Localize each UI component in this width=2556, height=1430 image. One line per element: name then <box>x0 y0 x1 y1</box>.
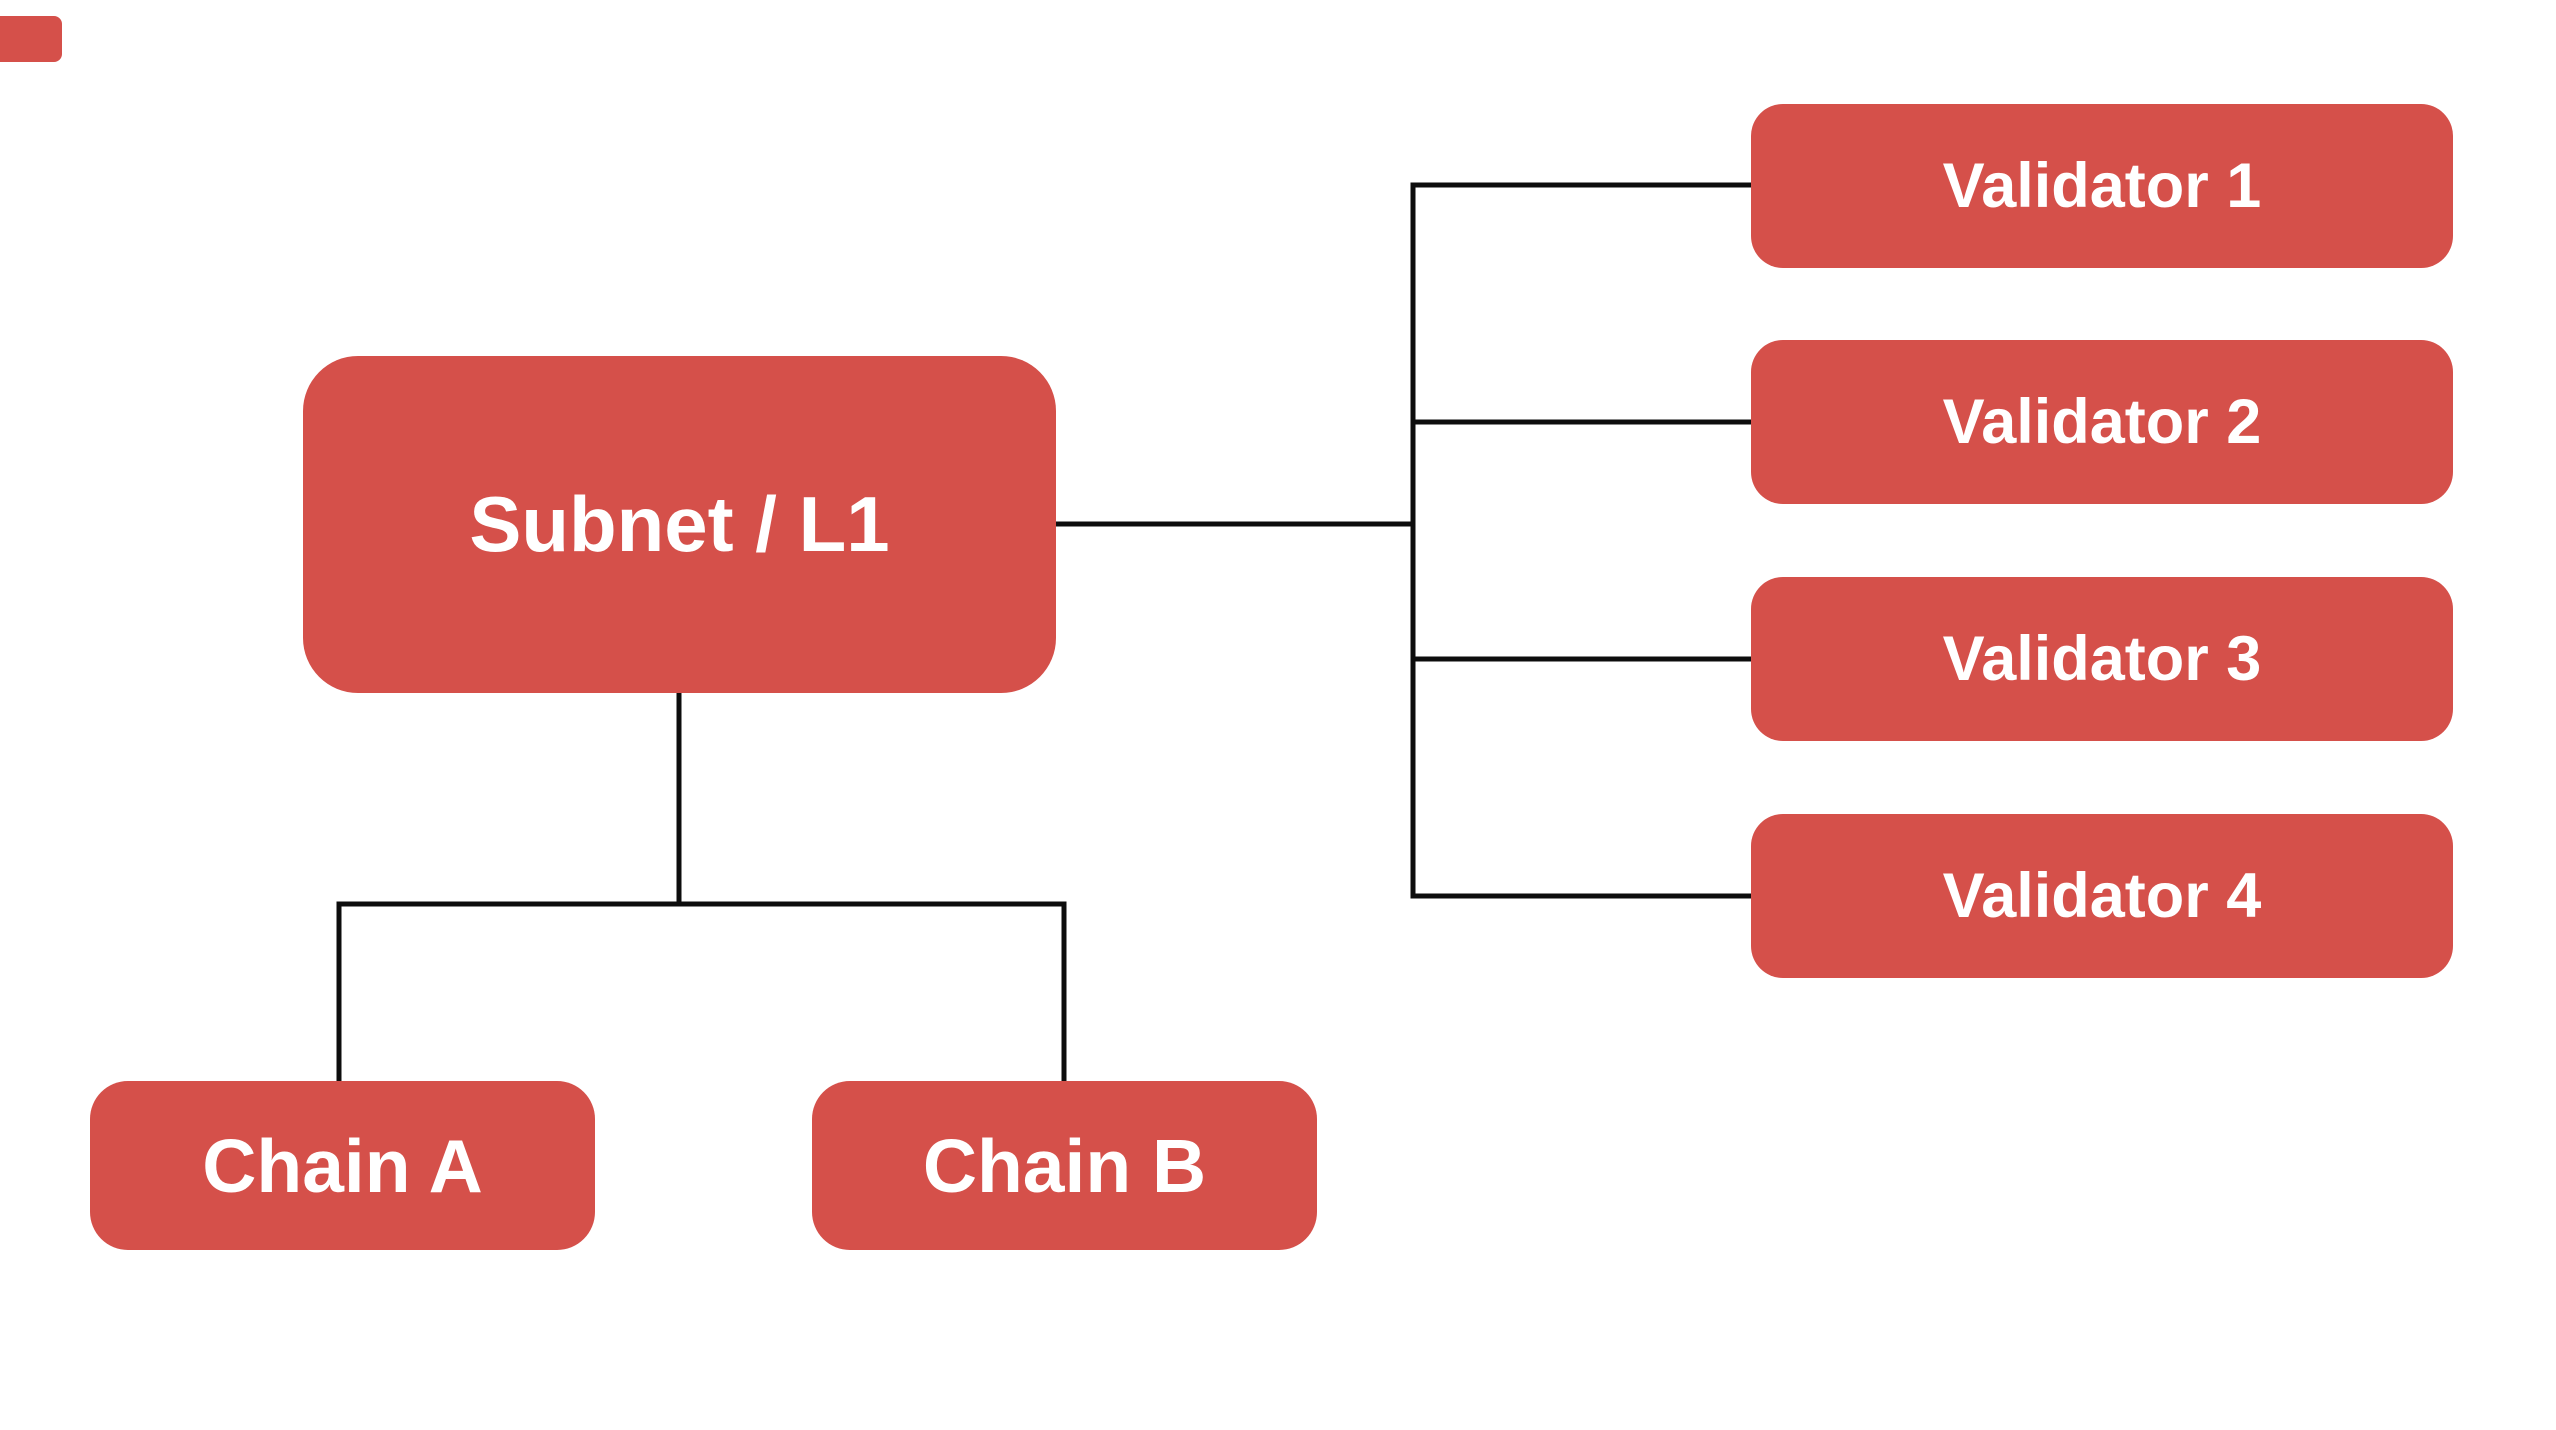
node-chain-a: Chain A <box>90 1081 595 1250</box>
node-validator-4-label: Validator 4 <box>1942 861 2262 931</box>
node-subnet-l1-label: Subnet / L1 <box>469 480 890 568</box>
node-validator-2: Validator 2 <box>1751 340 2453 504</box>
node-validator-3: Validator 3 <box>1751 577 2453 741</box>
node-chain-b-label: Chain B <box>922 1123 1207 1208</box>
node-validator-2-label: Validator 2 <box>1942 387 2262 457</box>
node-subnet-l1: Subnet / L1 <box>303 356 1056 693</box>
node-validator-4: Validator 4 <box>1751 814 2453 978</box>
node-chain-a-label: Chain A <box>202 1123 483 1208</box>
node-validator-3-label: Validator 3 <box>1942 624 2262 694</box>
partial-shape-top-left <box>0 16 62 62</box>
node-chain-b: Chain B <box>812 1081 1317 1250</box>
node-validator-1-label: Validator 1 <box>1942 151 2262 221</box>
node-validator-1: Validator 1 <box>1751 104 2453 268</box>
